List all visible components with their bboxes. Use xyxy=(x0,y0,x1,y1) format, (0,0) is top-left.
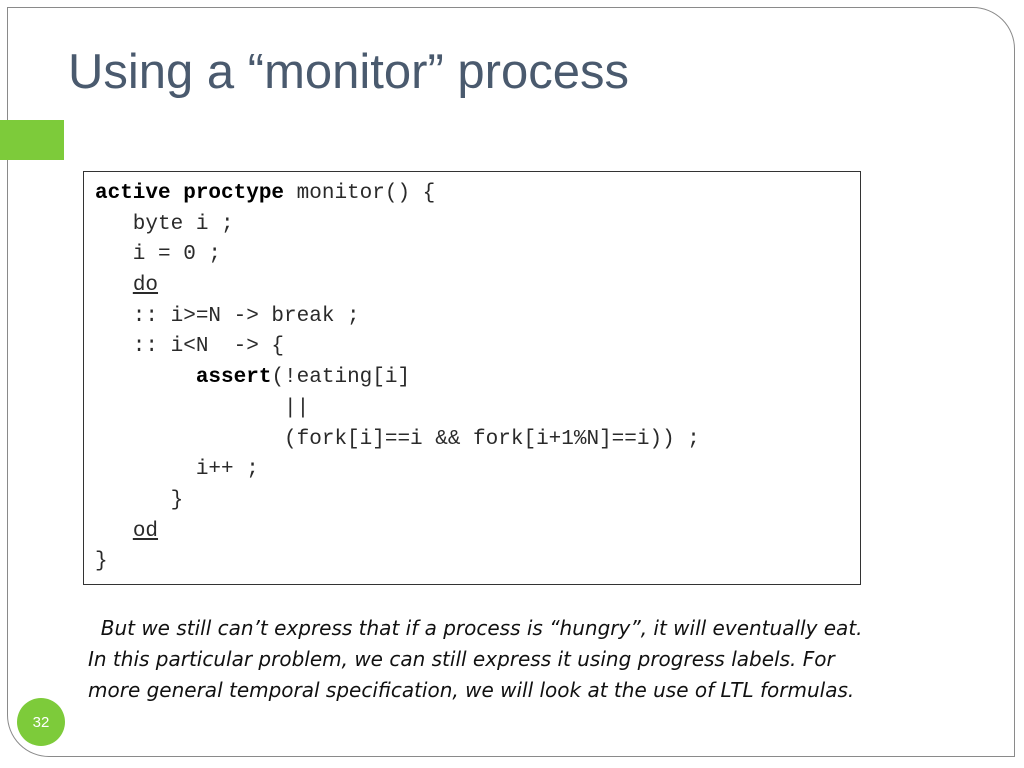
code-indent xyxy=(95,520,133,543)
code-keyword-assert: assert xyxy=(195,366,272,390)
code-text: monitor() { xyxy=(284,182,436,205)
slide-title: Using a “monitor” process xyxy=(68,45,629,99)
code-keyword-do: do xyxy=(132,274,159,298)
code-line: } xyxy=(95,488,184,512)
code-lines: active proctype monitor() { byte i ; i =… xyxy=(95,179,700,578)
code-line: do xyxy=(95,271,700,302)
code-line: } xyxy=(95,550,108,574)
code-keyword: active proctype xyxy=(95,182,285,205)
page-number-badge: 32 xyxy=(17,698,65,746)
code-indent xyxy=(95,366,196,389)
code-block: active proctype monitor() { byte i ; i =… xyxy=(83,171,861,585)
code-line: od xyxy=(95,517,700,548)
code-line: :: i>=N -> break ; xyxy=(95,304,360,328)
page-number: 32 xyxy=(32,713,50,731)
code-line: || xyxy=(95,396,310,420)
code-line: :: i<N -> { xyxy=(95,335,285,359)
code-keyword-od: od xyxy=(132,519,159,543)
code-text: (!eating[i] xyxy=(271,366,411,390)
code-line: (fork[i]==i && fork[i+1%N]==i)) ; xyxy=(95,427,700,451)
code-line: byte i ; xyxy=(95,212,234,236)
code-indent xyxy=(95,274,133,297)
slide-note: But we still can’t express that if a pro… xyxy=(88,616,869,702)
code-line: i = 0 ; xyxy=(95,243,222,267)
code-line: active proctype monitor() { xyxy=(95,179,700,210)
code-line: i++ ; xyxy=(95,458,259,482)
title-accent-bar xyxy=(0,120,64,160)
code-line: assert(!eating[i] xyxy=(95,363,700,394)
